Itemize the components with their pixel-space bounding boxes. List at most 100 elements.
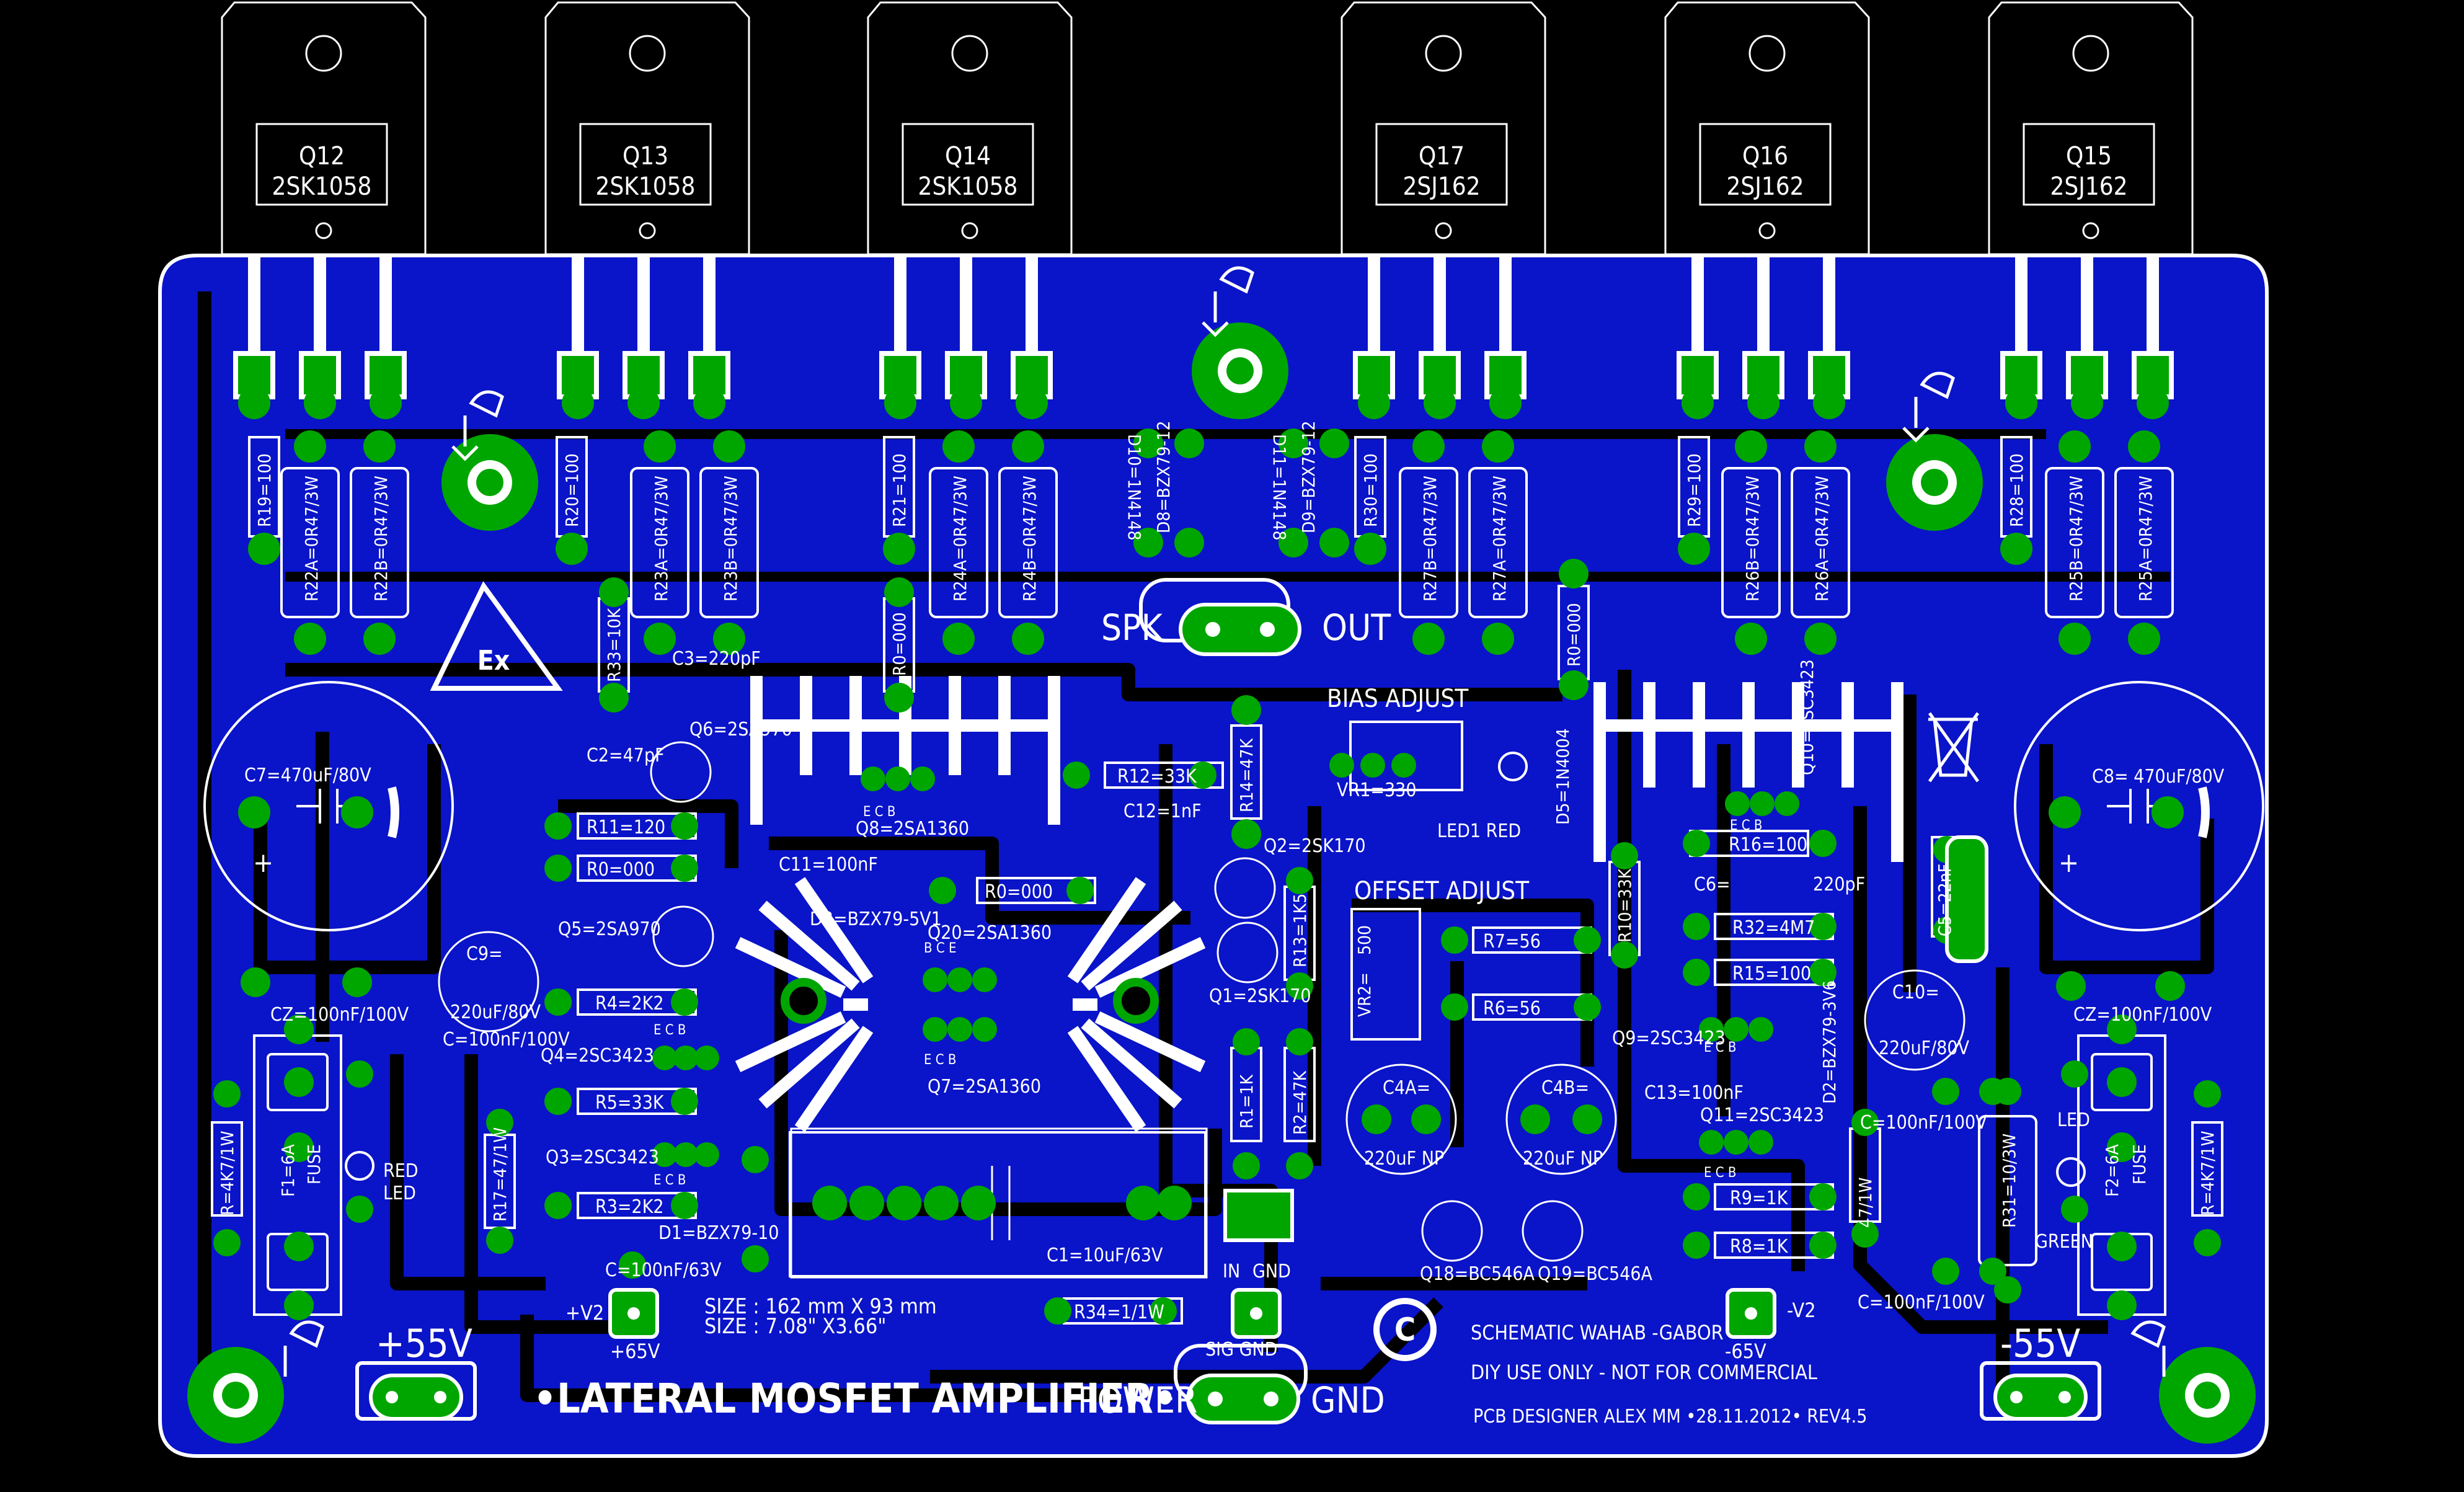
label-led-red: RED (383, 1160, 419, 1182)
label-r23a: R23A=0R47/3W (651, 476, 671, 602)
label-r9: R9=1K (1730, 1188, 1789, 1209)
label-fuse-right: FUSE (2129, 1144, 2150, 1184)
label-c2: C2=47pF (587, 745, 665, 766)
label-r26b: R26B=0R47/3W (1742, 476, 1763, 602)
label-f2: F2=6A (2102, 1143, 2122, 1197)
label-led: LED (383, 1183, 416, 1204)
heatsink-holes (781, 978, 1159, 1024)
power-mosfets: Q12 2SK1058 Q13 2SK1058 Q14 2SK1058 Q17 … (221, 1, 2194, 255)
label-d11: D11=1N4148 (1269, 434, 1290, 541)
label-c7: C7=470uF/80V (244, 765, 371, 786)
label-r0b: R0=000 (1564, 603, 1584, 667)
label-q11: Q11=2SC3423 (1700, 1104, 1824, 1126)
label-q4: Q4=2SC3423 (541, 1045, 654, 1067)
copyright-letter: C (1394, 1312, 1416, 1349)
mosfet-part: 2SJ162 (1403, 172, 1480, 201)
label-r15: R15=100 (1732, 963, 1811, 985)
label-c10: C10= (1892, 982, 1939, 1003)
label-r25a: R25A=0R47/3W (2135, 476, 2156, 602)
designer-credit: PCB DESIGNER ALEX MM •28.11.2012• REV4.5 (1473, 1406, 1867, 1428)
label-c8: C8= 470uF/80V (2092, 766, 2225, 788)
label-led-right: LED (2057, 1109, 2090, 1131)
label-c100a: C=100nF/100V (443, 1029, 570, 1050)
label-r8: R8=1K (1730, 1236, 1789, 1258)
board-size-in: SIZE : 7.08" X3.66" (704, 1314, 886, 1339)
connector-labels: SPK OUT POWER GND +55V -55V +V2 -V2 +65V… (376, 606, 2080, 1421)
label-d10: D10=1N4148 (1124, 434, 1145, 541)
board-title: •LATERAL MOSFET AMPLIFIER• (533, 1375, 1177, 1423)
label-r12: R12=33K (1117, 766, 1197, 788)
label-c4a-value: 220uF NP (1364, 1148, 1444, 1170)
label-q20: Q20=2SA1360 (928, 922, 1052, 944)
label-c12: C12=1nF (1123, 801, 1202, 822)
label-r17: R17=47/1W (490, 1127, 510, 1222)
q9-pins: E C B (1704, 1040, 1736, 1055)
mosfet-ref: Q17 (1419, 142, 1465, 171)
label-d3: D3=BZX79-5V1 (810, 908, 942, 930)
label-r24a: R24A=0R47/3W (950, 476, 970, 602)
label-q7: Q7=2SA1360 (928, 1076, 1041, 1098)
plus65-label: +65V (610, 1339, 660, 1363)
label-q19: Q19=BC546A (1538, 1263, 1653, 1285)
label-f1: F1=6A (278, 1143, 298, 1197)
schematic-credit: SCHEMATIC WAHAB -GABOR (1471, 1321, 1724, 1344)
board-info: •LATERAL MOSFET AMPLIFIER• SIZE : 162 mm… (533, 1294, 1867, 1428)
label-r29: R29=100 (1684, 453, 1704, 527)
label-c11: C11=100nF (779, 854, 878, 876)
mosfet-ref: Q13 (623, 142, 668, 171)
mosfet-q14: Q14 2SK1058 (867, 1, 1073, 255)
label-q9: Q9=2SC3423 (1612, 1028, 1726, 1049)
mosfet-ref: Q12 (299, 142, 345, 171)
label-r16: R16=100 (1729, 834, 1807, 856)
label-r27a: R27A=0R47/3W (1489, 476, 1510, 602)
label-vr2-value: 500 (1354, 925, 1375, 955)
label-cz2: CZ=100nF/100V (2073, 1004, 2212, 1026)
label-c9v: 220uF/80V (450, 1001, 541, 1023)
bias-adjust-heading: BIAS ADJUST (1327, 685, 1469, 713)
mosfet-q16: Q16 2SJ162 (1664, 1, 1870, 255)
mosfet-part: 2SJ162 (1726, 172, 1804, 201)
label-r10: R10=33K (1615, 868, 1635, 943)
mosfet-part: 2SK1058 (596, 172, 696, 201)
label-r33: R33=10K (604, 607, 624, 682)
plus55-label: +55V (376, 1321, 472, 1366)
label-r2: R2=47K (1290, 1070, 1310, 1135)
mosfet-part: 2SJ162 (2050, 172, 2127, 201)
c8-outline (2014, 681, 2264, 931)
minus55-label: -55V (2000, 1321, 2080, 1366)
label-vr1: VR1=330 (1337, 779, 1417, 801)
label-led1: LED1 RED (1437, 820, 1521, 842)
label-r0a: R0=000 (889, 612, 910, 676)
pads (233, 351, 2174, 399)
label-r19: R19=100 (254, 453, 275, 527)
label-q18: Q18=BC546A (1420, 1263, 1535, 1285)
svg-text:+: + (253, 847, 273, 879)
heatsinks (735, 676, 1903, 1132)
label-r21: R21=100 (889, 453, 910, 527)
label-r4k7-left: R=4K7/1W (217, 1130, 237, 1215)
label-c1: C1=10uF/63V (1047, 1245, 1163, 1266)
label-q2: Q2=2SK170 (1264, 835, 1366, 857)
label-q8: Q8=2SA1360 (856, 818, 969, 840)
in-gnd-label: GND (1252, 1261, 1291, 1282)
label-r1: R1=1K (1236, 1073, 1257, 1129)
label-r25b: R25B=0R47/3W (2066, 476, 2086, 602)
label-r27b: R27B=0R47/3W (1420, 476, 1440, 602)
mosfet-ref: Q14 (945, 142, 991, 171)
label-r13: R13=1K5 (1290, 894, 1310, 967)
label-r0d: R0=000 (985, 881, 1053, 903)
label-c100b: C=100nF/63V (605, 1259, 722, 1281)
label-r3: R3=2K2 (595, 1196, 664, 1218)
q11-pins: E C B (1704, 1165, 1736, 1181)
label-r26a: R26A=0R47/3W (1812, 476, 1832, 602)
label-q6: Q6=2SA970 (689, 719, 792, 740)
label-q5: Q5=2SA970 (558, 918, 661, 940)
section-headings: BIAS ADJUST OFFSET ADJUST (1327, 685, 1530, 905)
q4-pins: E C B (654, 1023, 686, 1038)
label-r7: R7=56 (1483, 931, 1541, 952)
minus65-label: -65V (1725, 1339, 1766, 1363)
label-led-green: GREEN (2035, 1231, 2093, 1253)
logo-triangle: Ex (430, 581, 563, 691)
offset-adjust-heading: OFFSET ADJUST (1354, 877, 1530, 905)
